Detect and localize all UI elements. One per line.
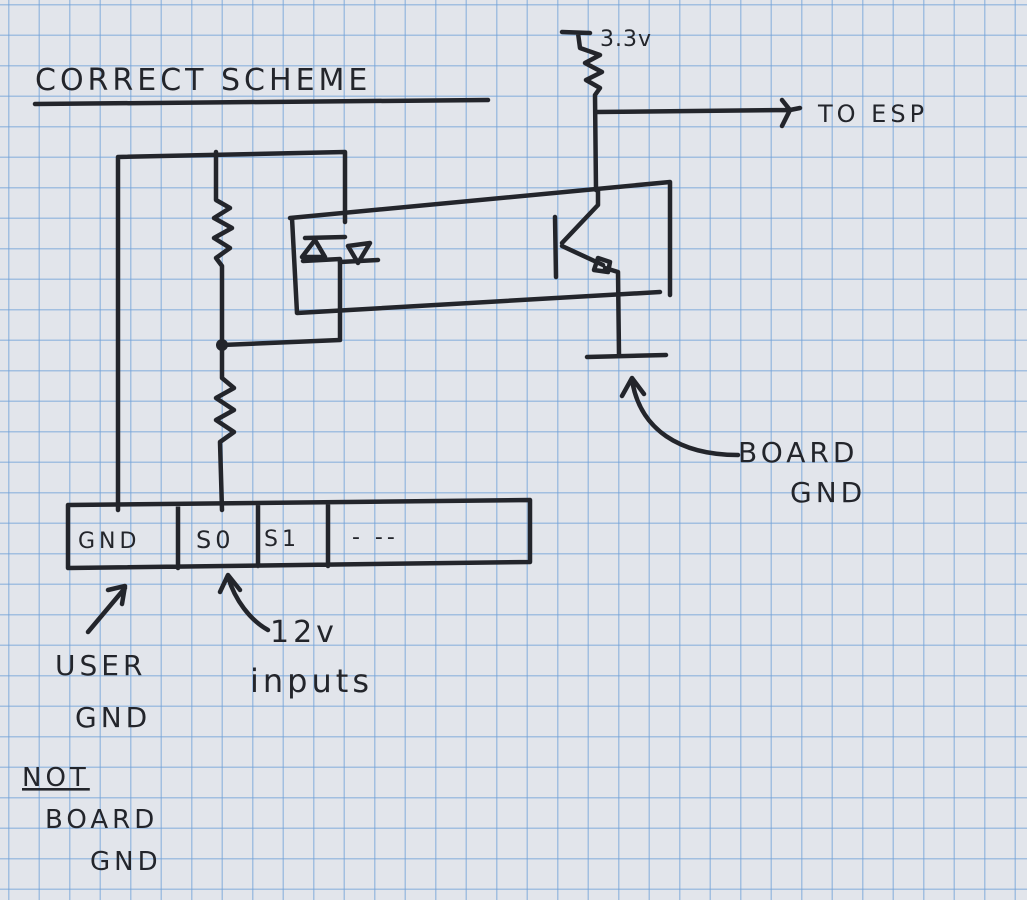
user-gnd-line2: GND	[75, 701, 151, 734]
note-board: BOARD	[45, 805, 158, 835]
inputs-line1: 12v	[270, 615, 338, 650]
user-gnd-line1: USER	[55, 649, 146, 682]
pullup-resistor	[559, 29, 605, 193]
schematic-title: CORRECT SCHEME	[35, 63, 371, 98]
resistor-bottom	[213, 342, 237, 513]
transistor	[552, 187, 669, 360]
optocoupler-box	[287, 179, 673, 316]
board-gnd-line2: GND	[790, 476, 866, 509]
user-gnd-arrow	[85, 583, 128, 635]
supply-label: 3.3v	[600, 27, 652, 52]
inputs-arrow	[217, 572, 271, 633]
pin-more: - --	[352, 525, 399, 550]
board-ground-symbol	[584, 352, 669, 360]
board-gnd-arrow	[619, 375, 741, 458]
pin-s1: S1	[264, 527, 300, 552]
gnd-wire	[115, 149, 348, 513]
led-feed-wire	[219, 257, 343, 348]
pin-s0: S0	[196, 526, 235, 554]
connector-block	[65, 497, 533, 571]
board-gnd-line1: BOARD	[738, 436, 858, 469]
note-gnd: GND	[90, 847, 162, 877]
title-underline	[32, 97, 491, 107]
note-not: NOT	[22, 763, 90, 793]
resistor-top	[211, 149, 235, 348]
inputs-line2: inputs	[250, 662, 373, 700]
pin-gnd: GND	[78, 529, 140, 554]
output-label: TO ESP	[817, 100, 928, 128]
output-arrow	[593, 97, 803, 129]
optocoupler-leds	[299, 234, 381, 266]
